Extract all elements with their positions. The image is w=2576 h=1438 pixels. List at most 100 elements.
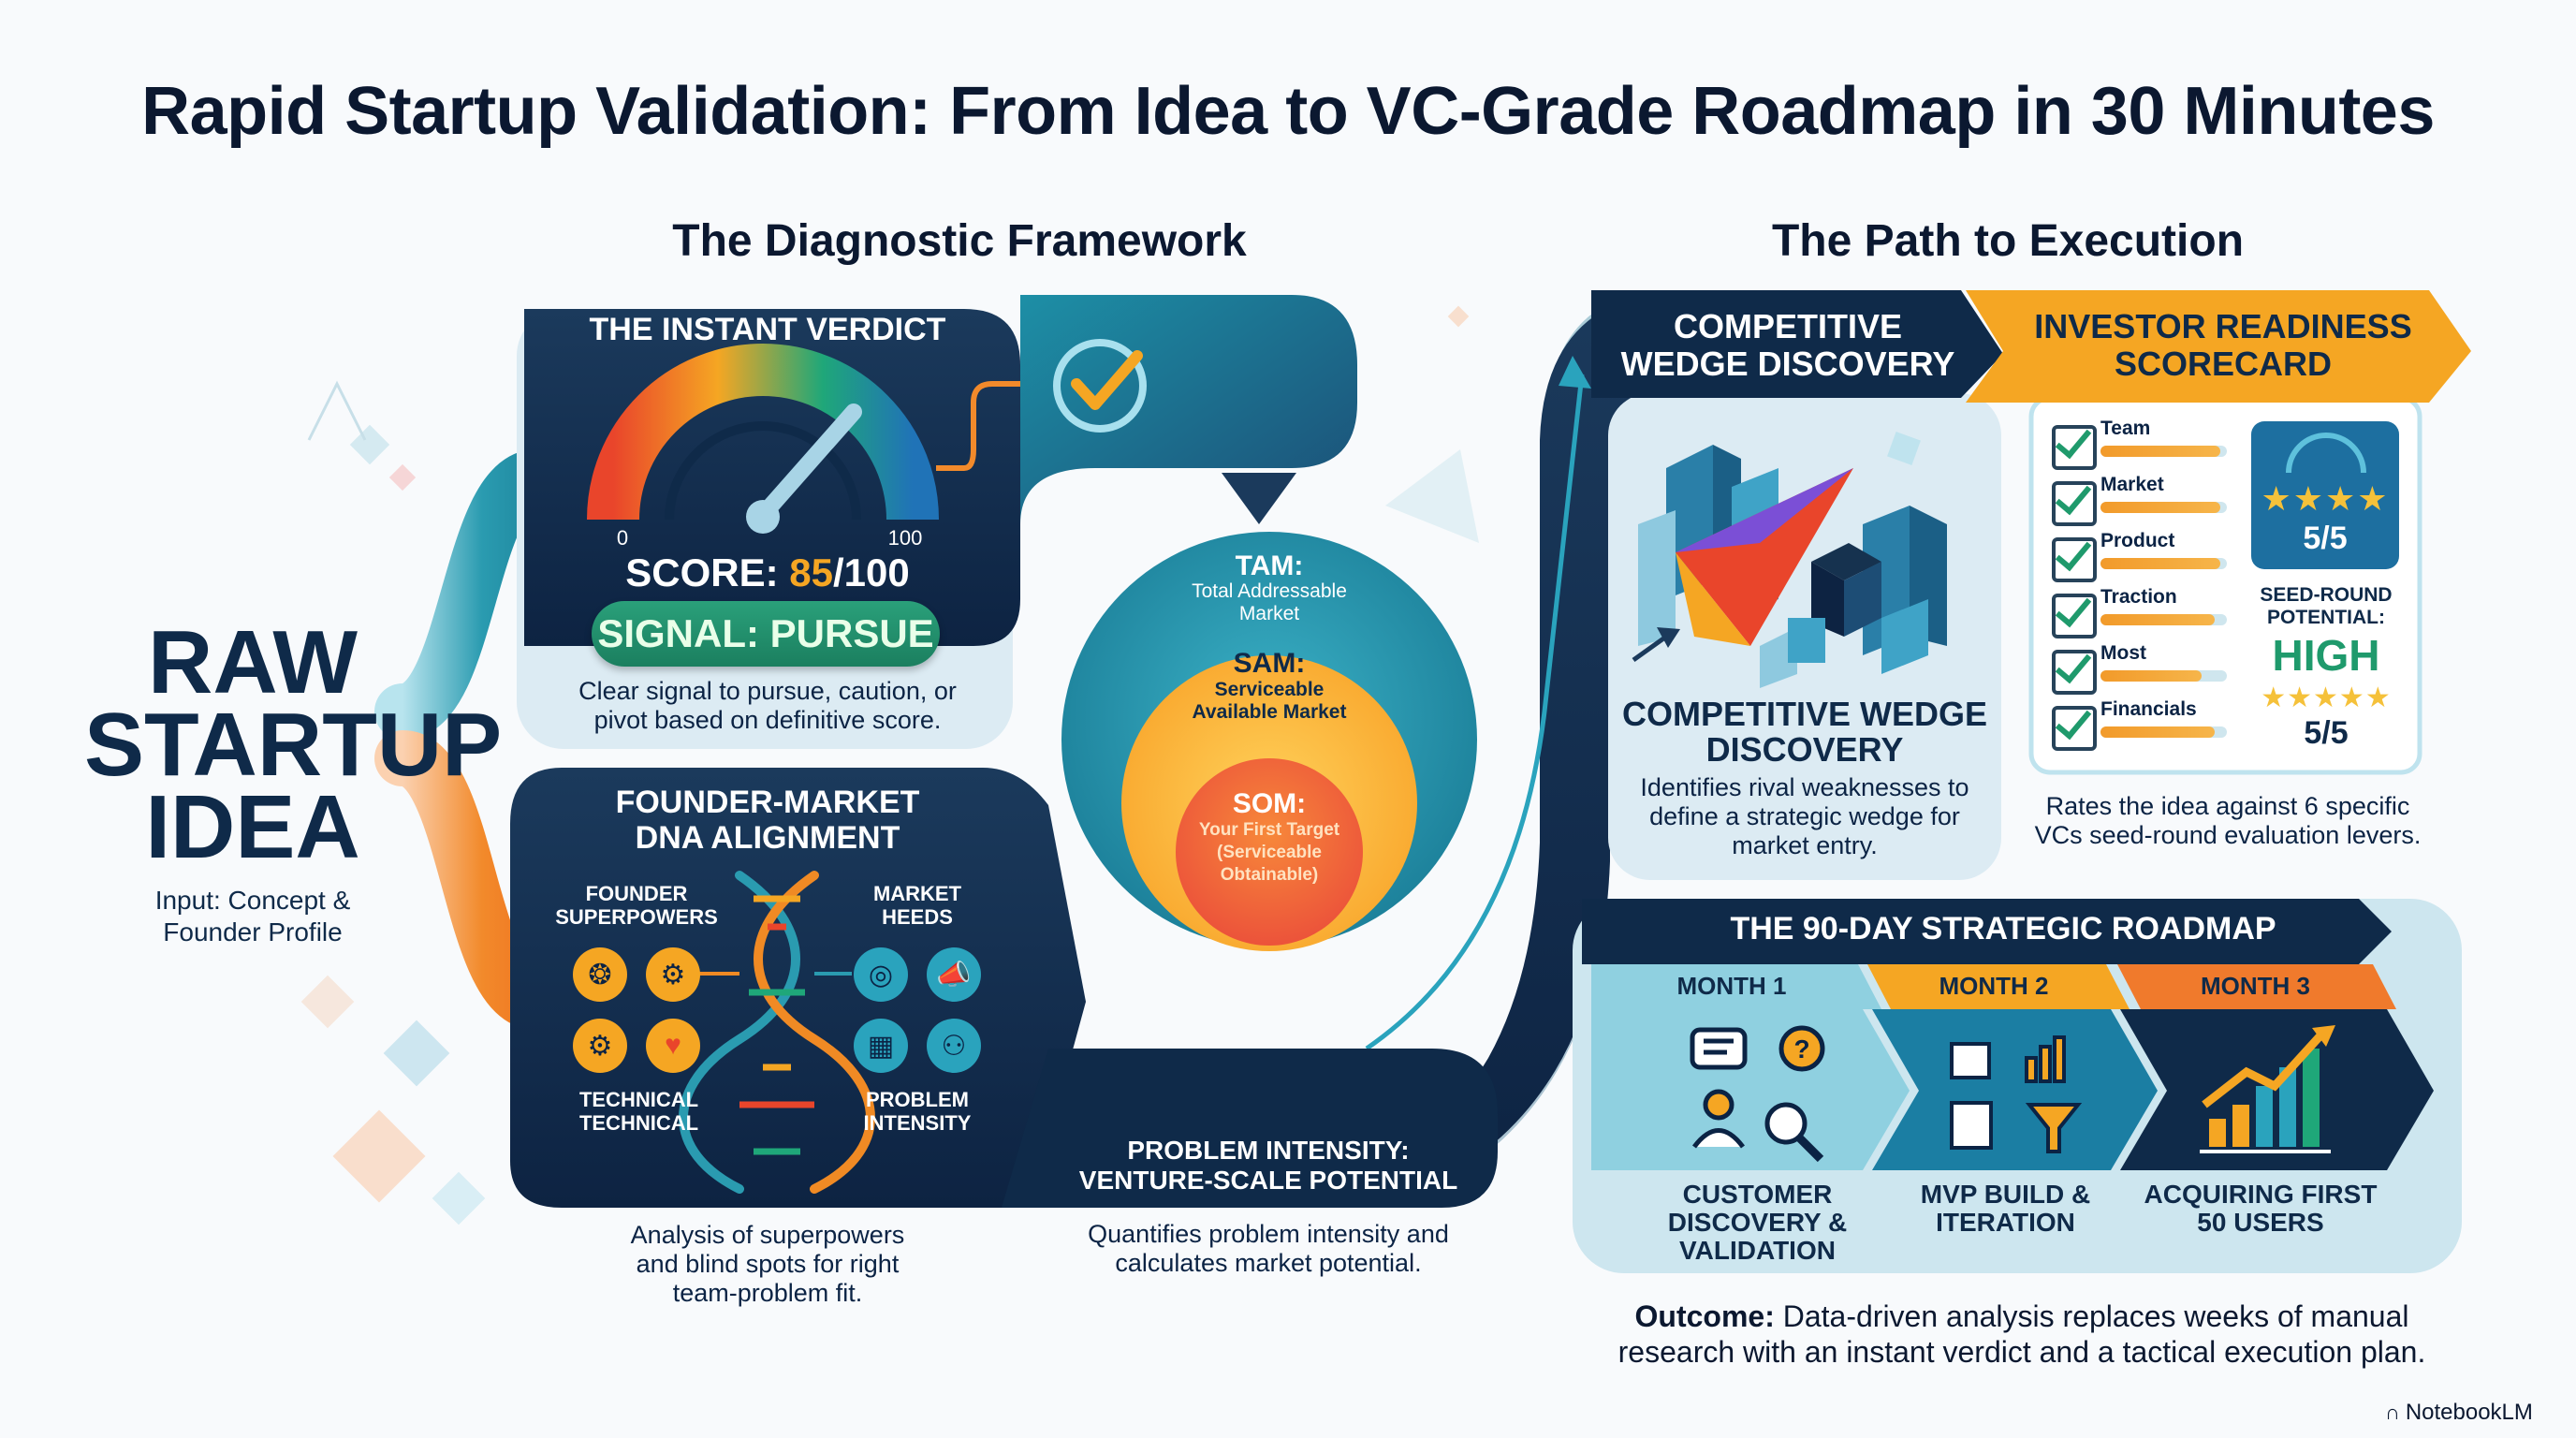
outcome-line2: research with an instant verdict and a t… (1617, 1335, 2426, 1369)
roadmap-heading: THE 90-DAY STRATEGIC ROADMAP (1730, 911, 2276, 946)
scorecard-desc-line1: Rates the idea against 6 specific (2045, 792, 2410, 820)
scorecard-item-label: Traction (2100, 586, 2177, 608)
technical-label-line1: TECHNICAL (578, 1088, 699, 1111)
checkbox-icon (2052, 706, 2097, 751)
page-title: Rapid Startup Validation: From Idea to V… (141, 74, 2435, 149)
dna-desc-line1: Analysis of superpowers (630, 1221, 905, 1249)
section-heading-diagnostic: The Diagnostic Framework (672, 216, 1247, 266)
tam-title: TAM: (1235, 550, 1304, 581)
target-icon: ◎ (854, 947, 908, 1002)
scorecard-bar-fill (2100, 670, 2202, 682)
month-3-line1: ACQUIRING FIRST (2144, 1180, 2378, 1209)
cogs-icon: ⚙ (573, 1019, 627, 1073)
som-line2: (Serviceable (1217, 843, 1322, 862)
som-title: SOM: (1232, 788, 1307, 819)
score-suffix: /100 (832, 550, 910, 594)
market-desc-line1: Quantifies problem intensity and (1088, 1220, 1449, 1248)
section-heading-execution: The Path to Execution (1771, 216, 2245, 266)
market-desc-line2: calculates market potential. (1115, 1249, 1422, 1277)
checkbox-icon (2052, 425, 2097, 470)
verdict-desc-line1: Clear signal to pursue, caution, or (578, 677, 957, 705)
scorecard-banner-line1: INVESTOR READINESS (2034, 307, 2412, 345)
checkbox-icon (2052, 650, 2097, 695)
sam-title: SAM: (1233, 648, 1306, 679)
verdict-score: SCORE: 85/100 (524, 550, 1011, 595)
som-line1: Your First Target (1198, 820, 1340, 840)
tam-line2: Market (1238, 603, 1300, 624)
month-2-label: MONTH 2 (1939, 972, 2049, 1000)
bottom-rating-stars: ★★★★★ (2261, 682, 2392, 713)
problem-intensity-label-line1: PROBLEM (866, 1088, 969, 1111)
top-rating-stars: ★★★★ (2261, 479, 2390, 518)
bottom-rating-value: 5/5 (2304, 715, 2349, 751)
seed-round-line1: SEED-ROUND (2260, 584, 2393, 606)
wedge-title-line2: DISCOVERY (1705, 730, 1904, 769)
dna-heading-line1: FOUNDER-MARKET (615, 785, 920, 820)
technical-label-line2: TECHNICAL (578, 1111, 699, 1135)
dna-desc-line3: team-problem fit. (672, 1279, 863, 1307)
founder-superpowers-line2: SUPERPOWERS (555, 905, 718, 929)
wedge-desc-line3: market entry. (1732, 831, 1878, 859)
seed-round-line2: POTENTIAL: (2267, 607, 2385, 628)
bar-chart-icon: ▦ (854, 1019, 908, 1073)
sam-line2: Available Market (1192, 701, 1347, 723)
wedge-title-line1: COMPETITIVE WEDGE (1621, 695, 1988, 733)
tam-line1: Total Addressable (1192, 580, 1347, 602)
verdict-desc-line2: pivot based on definitive score. (593, 706, 942, 734)
top-rating-value: 5/5 (2303, 521, 2348, 556)
raw-idea-line2: STARTUP (84, 695, 503, 795)
wedge-banner-line1: COMPETITIVE (1673, 307, 1903, 345)
verdict-heading: THE INSTANT VERDICT (589, 312, 946, 347)
wedge-desc-line2: define a strategic wedge for (1649, 802, 1960, 830)
checkbox-icon (2052, 594, 2097, 638)
score-label: SCORE: (625, 550, 790, 594)
scorecard-item-label: Team (2100, 418, 2151, 439)
month-3-line2: 50 USERS (2197, 1208, 2324, 1237)
scorecard-item-label: Financials (2100, 698, 2197, 720)
month-1-label: MONTH 1 (1676, 972, 1787, 1000)
dna-desc-line2: and blind spots for right (636, 1250, 900, 1278)
dna-heading-line2: DNA ALIGNMENT (635, 820, 900, 856)
problem-intensity-line2: VENTURE-SCALE POTENTIAL (1078, 1166, 1458, 1195)
month-3-label: MONTH 3 (2201, 972, 2310, 1000)
gauge-max-label: 100 (887, 526, 923, 550)
scorecard-item-label: Market (2100, 474, 2164, 495)
scorecard-bar-fill (2100, 446, 2220, 457)
scorecard-item-label: Product (2100, 530, 2175, 551)
scorecard-banner-line2: SCORECARD (2114, 345, 2332, 383)
founder-superpowers-line1: FOUNDER (585, 882, 688, 905)
problem-intensity-label-line2: INTENSITY (863, 1111, 972, 1135)
wedge-banner-line2: WEDGE DISCOVERY (1620, 345, 1955, 383)
gear-icon: ⚙ (646, 947, 700, 1002)
month-1-line3: VALIDATION (1679, 1236, 1836, 1265)
scorecard-bar-fill (2100, 502, 2220, 513)
sam-line1: Serviceable (1214, 679, 1325, 700)
scorecard-bar-fill (2100, 558, 2220, 569)
notebooklm-logo-icon: ∩ (2385, 1401, 2400, 1424)
outcome-label: Outcome: (1634, 1299, 1775, 1333)
raw-idea-line3: IDEA (145, 777, 360, 877)
raw-idea-input-line1: Input: Concept & (154, 886, 351, 915)
problem-intensity-line1: PROBLEM INTENSITY: (1127, 1136, 1410, 1165)
seed-round-value: HIGH (2272, 631, 2380, 680)
scorecard-desc-line2: VCs seed-round evaluation levers. (2034, 821, 2422, 849)
score-value: 85 (789, 550, 833, 594)
wedge-desc-line1: Identifies rival weaknesses to (1640, 773, 1969, 801)
brand-name: NotebookLM (2405, 1400, 2533, 1425)
outcome-line1: Outcome: Data-driven analysis replaces w… (1554, 1299, 2490, 1334)
som-line3: Obtainable) (1220, 865, 1319, 885)
outcome-text-1: Data-driven analysis replaces weeks of m… (1774, 1299, 2409, 1333)
megaphone-icon: 📣 (927, 947, 981, 1002)
svg-text:?: ? (1793, 1034, 1809, 1064)
month-2-line1: MVP BUILD & (1920, 1180, 2091, 1209)
raw-idea-input-line2: Founder Profile (163, 917, 343, 946)
brand-badge: ∩ NotebookLM (2385, 1399, 2533, 1427)
scorecard-bar-fill (2100, 726, 2215, 738)
scorecard-bar-fill (2100, 614, 2215, 625)
people-icon: ⚇ (927, 1019, 981, 1073)
heart-icon: ♥ (646, 1019, 700, 1073)
checkbox-icon (2052, 537, 2097, 582)
gauge-min-label: 0 (616, 526, 629, 550)
